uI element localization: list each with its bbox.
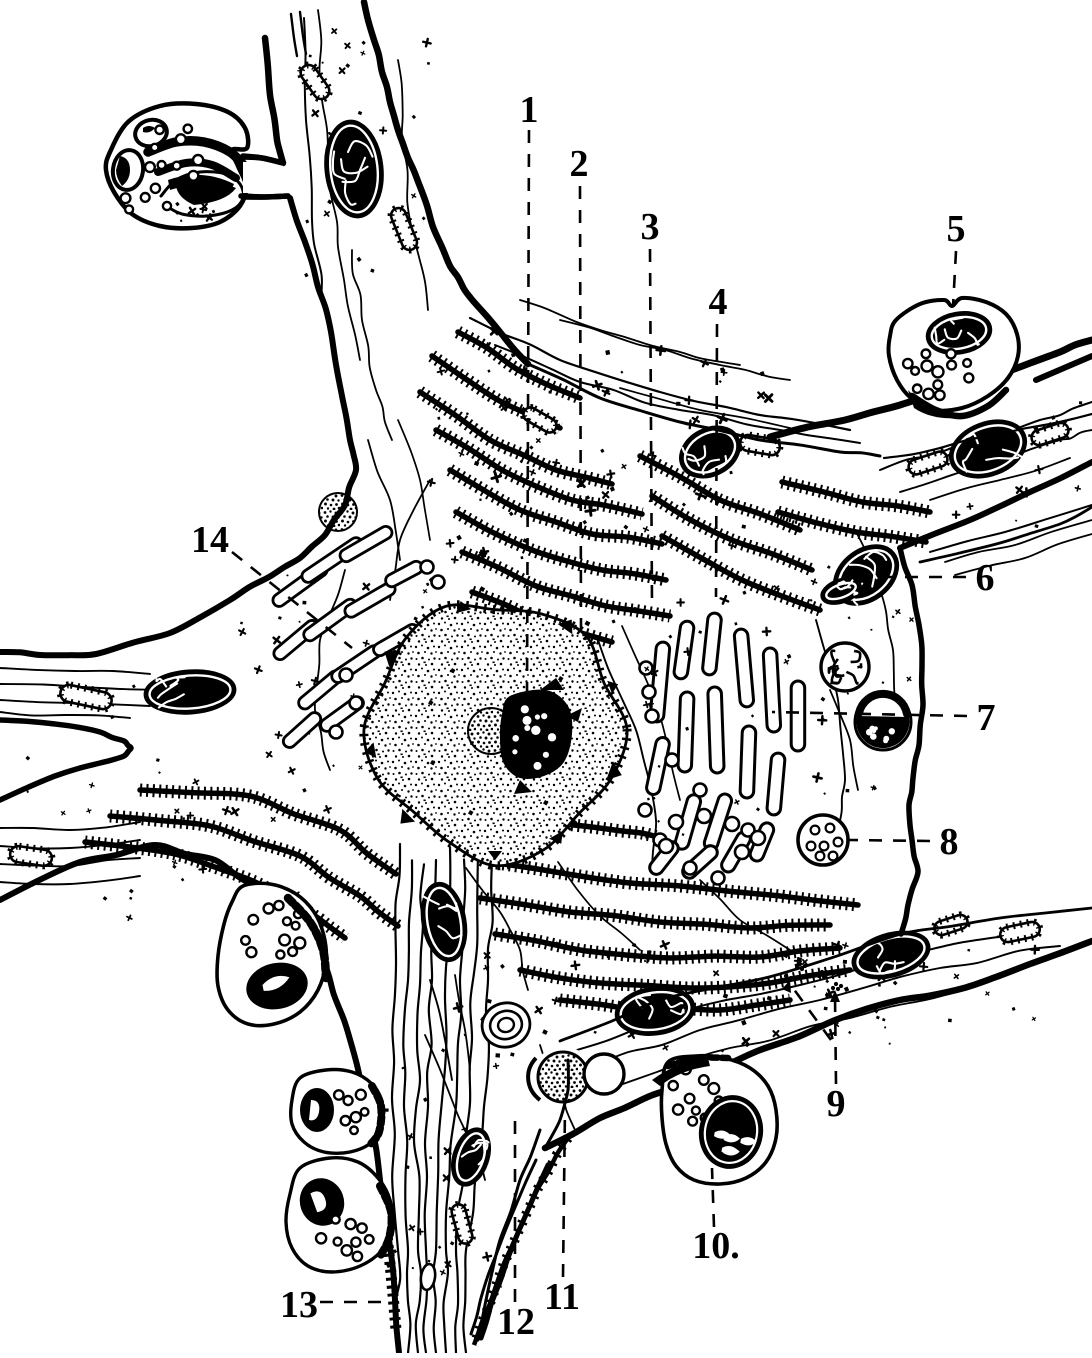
svg-text:10.: 10. — [692, 1225, 740, 1267]
svg-text:12: 12 — [497, 1301, 535, 1343]
svg-text:11: 11 — [544, 1276, 580, 1318]
svg-text:13: 13 — [280, 1284, 318, 1326]
svg-text:3: 3 — [641, 206, 660, 248]
svg-text:7: 7 — [977, 697, 996, 739]
svg-text:6: 6 — [976, 557, 995, 599]
svg-text:14: 14 — [191, 519, 229, 561]
svg-text:4: 4 — [709, 281, 728, 323]
svg-text:9: 9 — [827, 1083, 846, 1125]
svg-text:5: 5 — [947, 208, 966, 250]
svg-text:2: 2 — [570, 143, 589, 185]
svg-text:1: 1 — [520, 89, 539, 131]
svg-text:8: 8 — [940, 821, 959, 863]
